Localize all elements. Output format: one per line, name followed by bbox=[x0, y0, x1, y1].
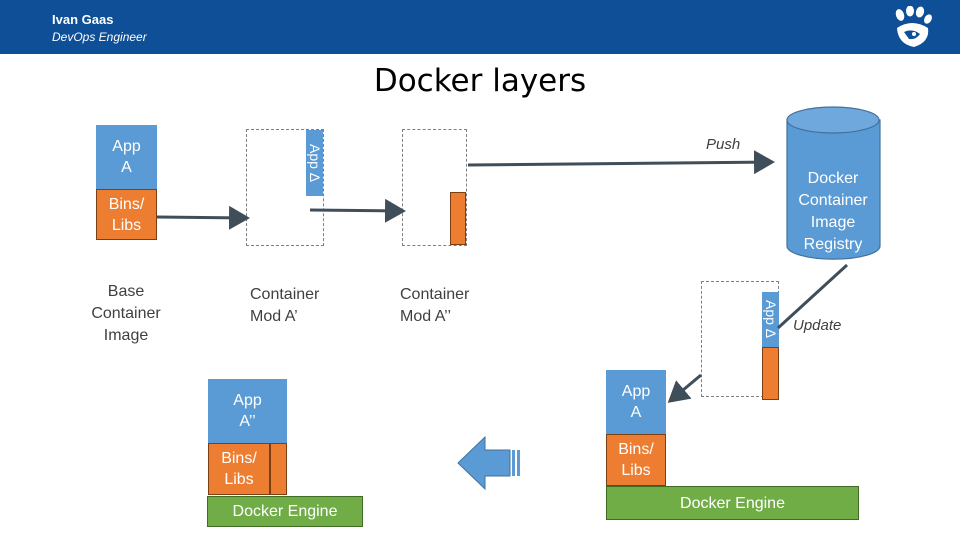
container-mod-a2-frame bbox=[402, 129, 467, 246]
arrow-push bbox=[467, 150, 775, 175]
left-bins-layer: Bins/ Libs bbox=[208, 443, 270, 495]
base-app-layer: App A bbox=[96, 125, 157, 189]
author-name: Ivan Gaas bbox=[52, 12, 114, 27]
container-mod-a1-frame bbox=[246, 129, 324, 246]
right-bins-layer: Bins/ Libs bbox=[606, 434, 666, 486]
base-app-label: App A bbox=[112, 138, 141, 176]
right-docker-engine: Docker Engine bbox=[606, 486, 859, 520]
left-delta-bins-layer bbox=[270, 443, 287, 495]
mod-a2-caption: Container Mod A’’ bbox=[400, 286, 470, 325]
block-arrow-left-icon bbox=[457, 435, 520, 491]
arrow-update bbox=[776, 263, 849, 330]
right-app-delta-label: App Δ bbox=[763, 300, 779, 339]
base-bins-label: Bins/ Libs bbox=[108, 195, 145, 234]
push-label: Push bbox=[706, 136, 741, 153]
arrow-to-right-stack bbox=[667, 373, 702, 403]
left-engine-label: Docker Engine bbox=[232, 503, 338, 520]
left-docker-engine: Docker Engine bbox=[207, 496, 363, 527]
mod-a1-caption: Container Mod A’ bbox=[250, 286, 320, 325]
right-app-layer: App A bbox=[606, 370, 666, 434]
right-delta-bins-layer bbox=[762, 347, 779, 400]
arrow-base-to-mod-a1 bbox=[156, 205, 250, 230]
header-bar: Ivan Gaas DevOps Engineer bbox=[0, 0, 960, 54]
registry-label: Docker Container Image Registry bbox=[798, 170, 868, 253]
left-app-label: App A’’ bbox=[233, 392, 262, 430]
slide-title: Docker layers bbox=[373, 63, 587, 99]
base-bins-layer: Bins/ Libs bbox=[96, 189, 157, 240]
left-bins-label: Bins/ Libs bbox=[221, 450, 257, 488]
right-app-label: App A bbox=[621, 383, 651, 421]
author-role: DevOps Engineer bbox=[52, 30, 147, 44]
mod-a1-app-delta-layer: App Δ bbox=[306, 130, 323, 196]
right-bins-label: Bins/ Libs bbox=[618, 441, 654, 479]
right-app-delta-layer: App Δ bbox=[762, 292, 779, 347]
paw-logo-icon bbox=[895, 6, 932, 47]
mod-a2-delta-layer bbox=[450, 192, 466, 245]
mod-a1-app-delta-label: App Δ bbox=[307, 143, 323, 183]
update-label: Update bbox=[793, 317, 842, 334]
arrow-mod-a1-to-mod-a2 bbox=[309, 198, 406, 223]
right-engine-label: Docker Engine bbox=[680, 494, 785, 512]
left-app-layer: App A’’ bbox=[208, 379, 287, 443]
base-image-caption: Base Container Image bbox=[91, 283, 161, 344]
